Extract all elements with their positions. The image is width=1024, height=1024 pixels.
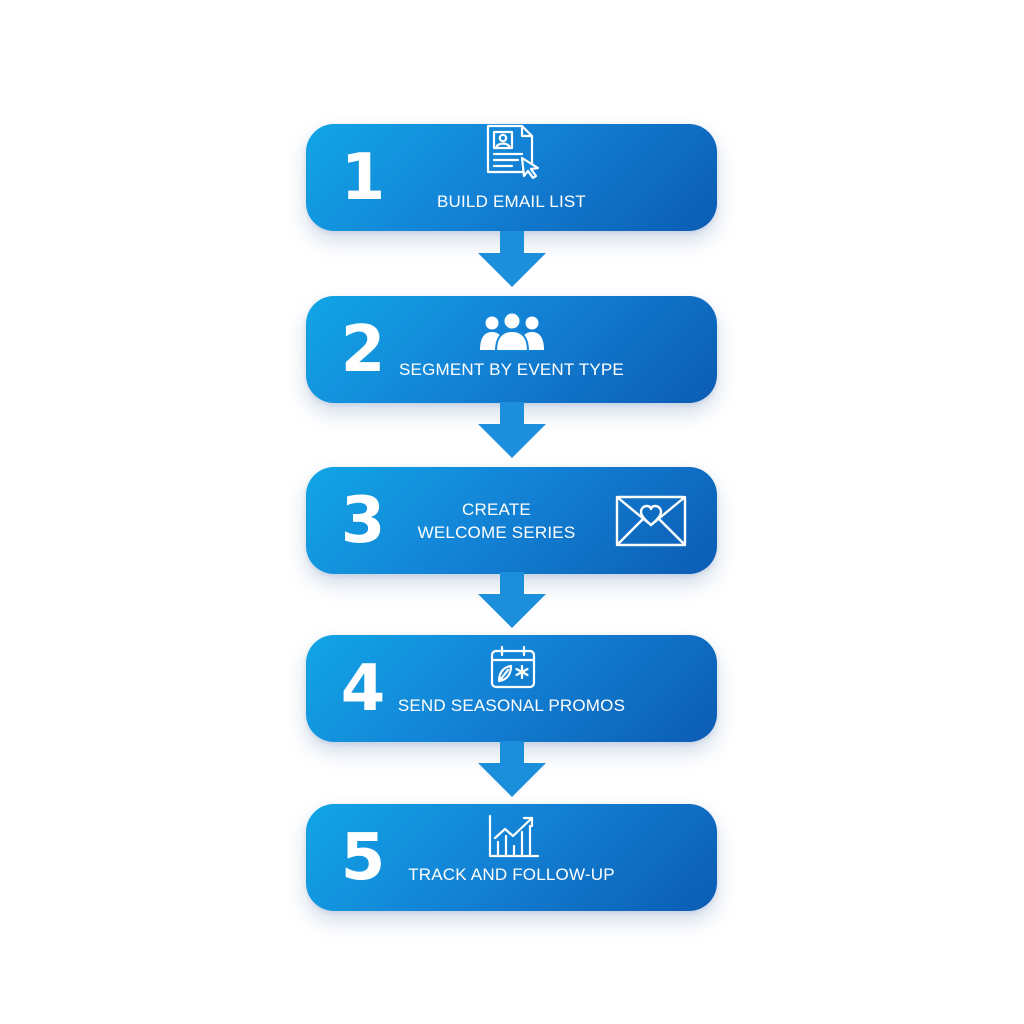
step-label-line: SEGMENT BY EVENT TYPE [399,360,624,379]
step-label-line: WELCOME SERIES [417,523,576,542]
step-card-1: 1 BUILD EMAIL LIST [306,124,717,231]
step-label: TRACK AND FOLLOW-UP [386,863,637,886]
step-card-3: 3 CREATE WELCOME SERIES [306,467,717,574]
step-number: 4 [340,651,386,726]
people-group-icon [478,311,546,352]
step-label: CREATE WELCOME SERIES [386,498,607,544]
step-card-2: 2 SEGMENT BY EVENT TYPE [306,296,717,403]
step-label-line: CREATE [462,500,531,519]
step-number: 5 [340,820,386,895]
step-number: 2 [340,312,386,387]
flow-arrow-1 [476,231,548,289]
step-label: SEGMENT BY EVENT TYPE [386,358,637,381]
step-label-line: SEND SEASONAL PROMOS [397,696,626,715]
heart-envelope-icon [615,495,687,547]
growth-chart-icon [486,814,542,860]
step-label-line: TRACK AND FOLLOW-UP [408,865,615,884]
seasonal-calendar-icon [490,645,536,689]
step-label: BUILD EMAIL LIST [386,190,637,213]
step-number: 3 [340,483,386,558]
step-label: SEND SEASONAL PROMOS [386,694,637,717]
step-card-5: 5 TRACK AND FOLLOW-UP [306,804,717,911]
step-number: 1 [340,140,386,215]
flow-arrow-3 [476,572,548,630]
contact-document-cursor-icon [482,124,546,184]
step-card-4: 4 SEND SEASONAL PROMOS [306,635,717,742]
step-label-line: BUILD EMAIL LIST [436,192,586,211]
flow-arrow-2 [476,402,548,460]
flow-arrow-4 [476,741,548,799]
